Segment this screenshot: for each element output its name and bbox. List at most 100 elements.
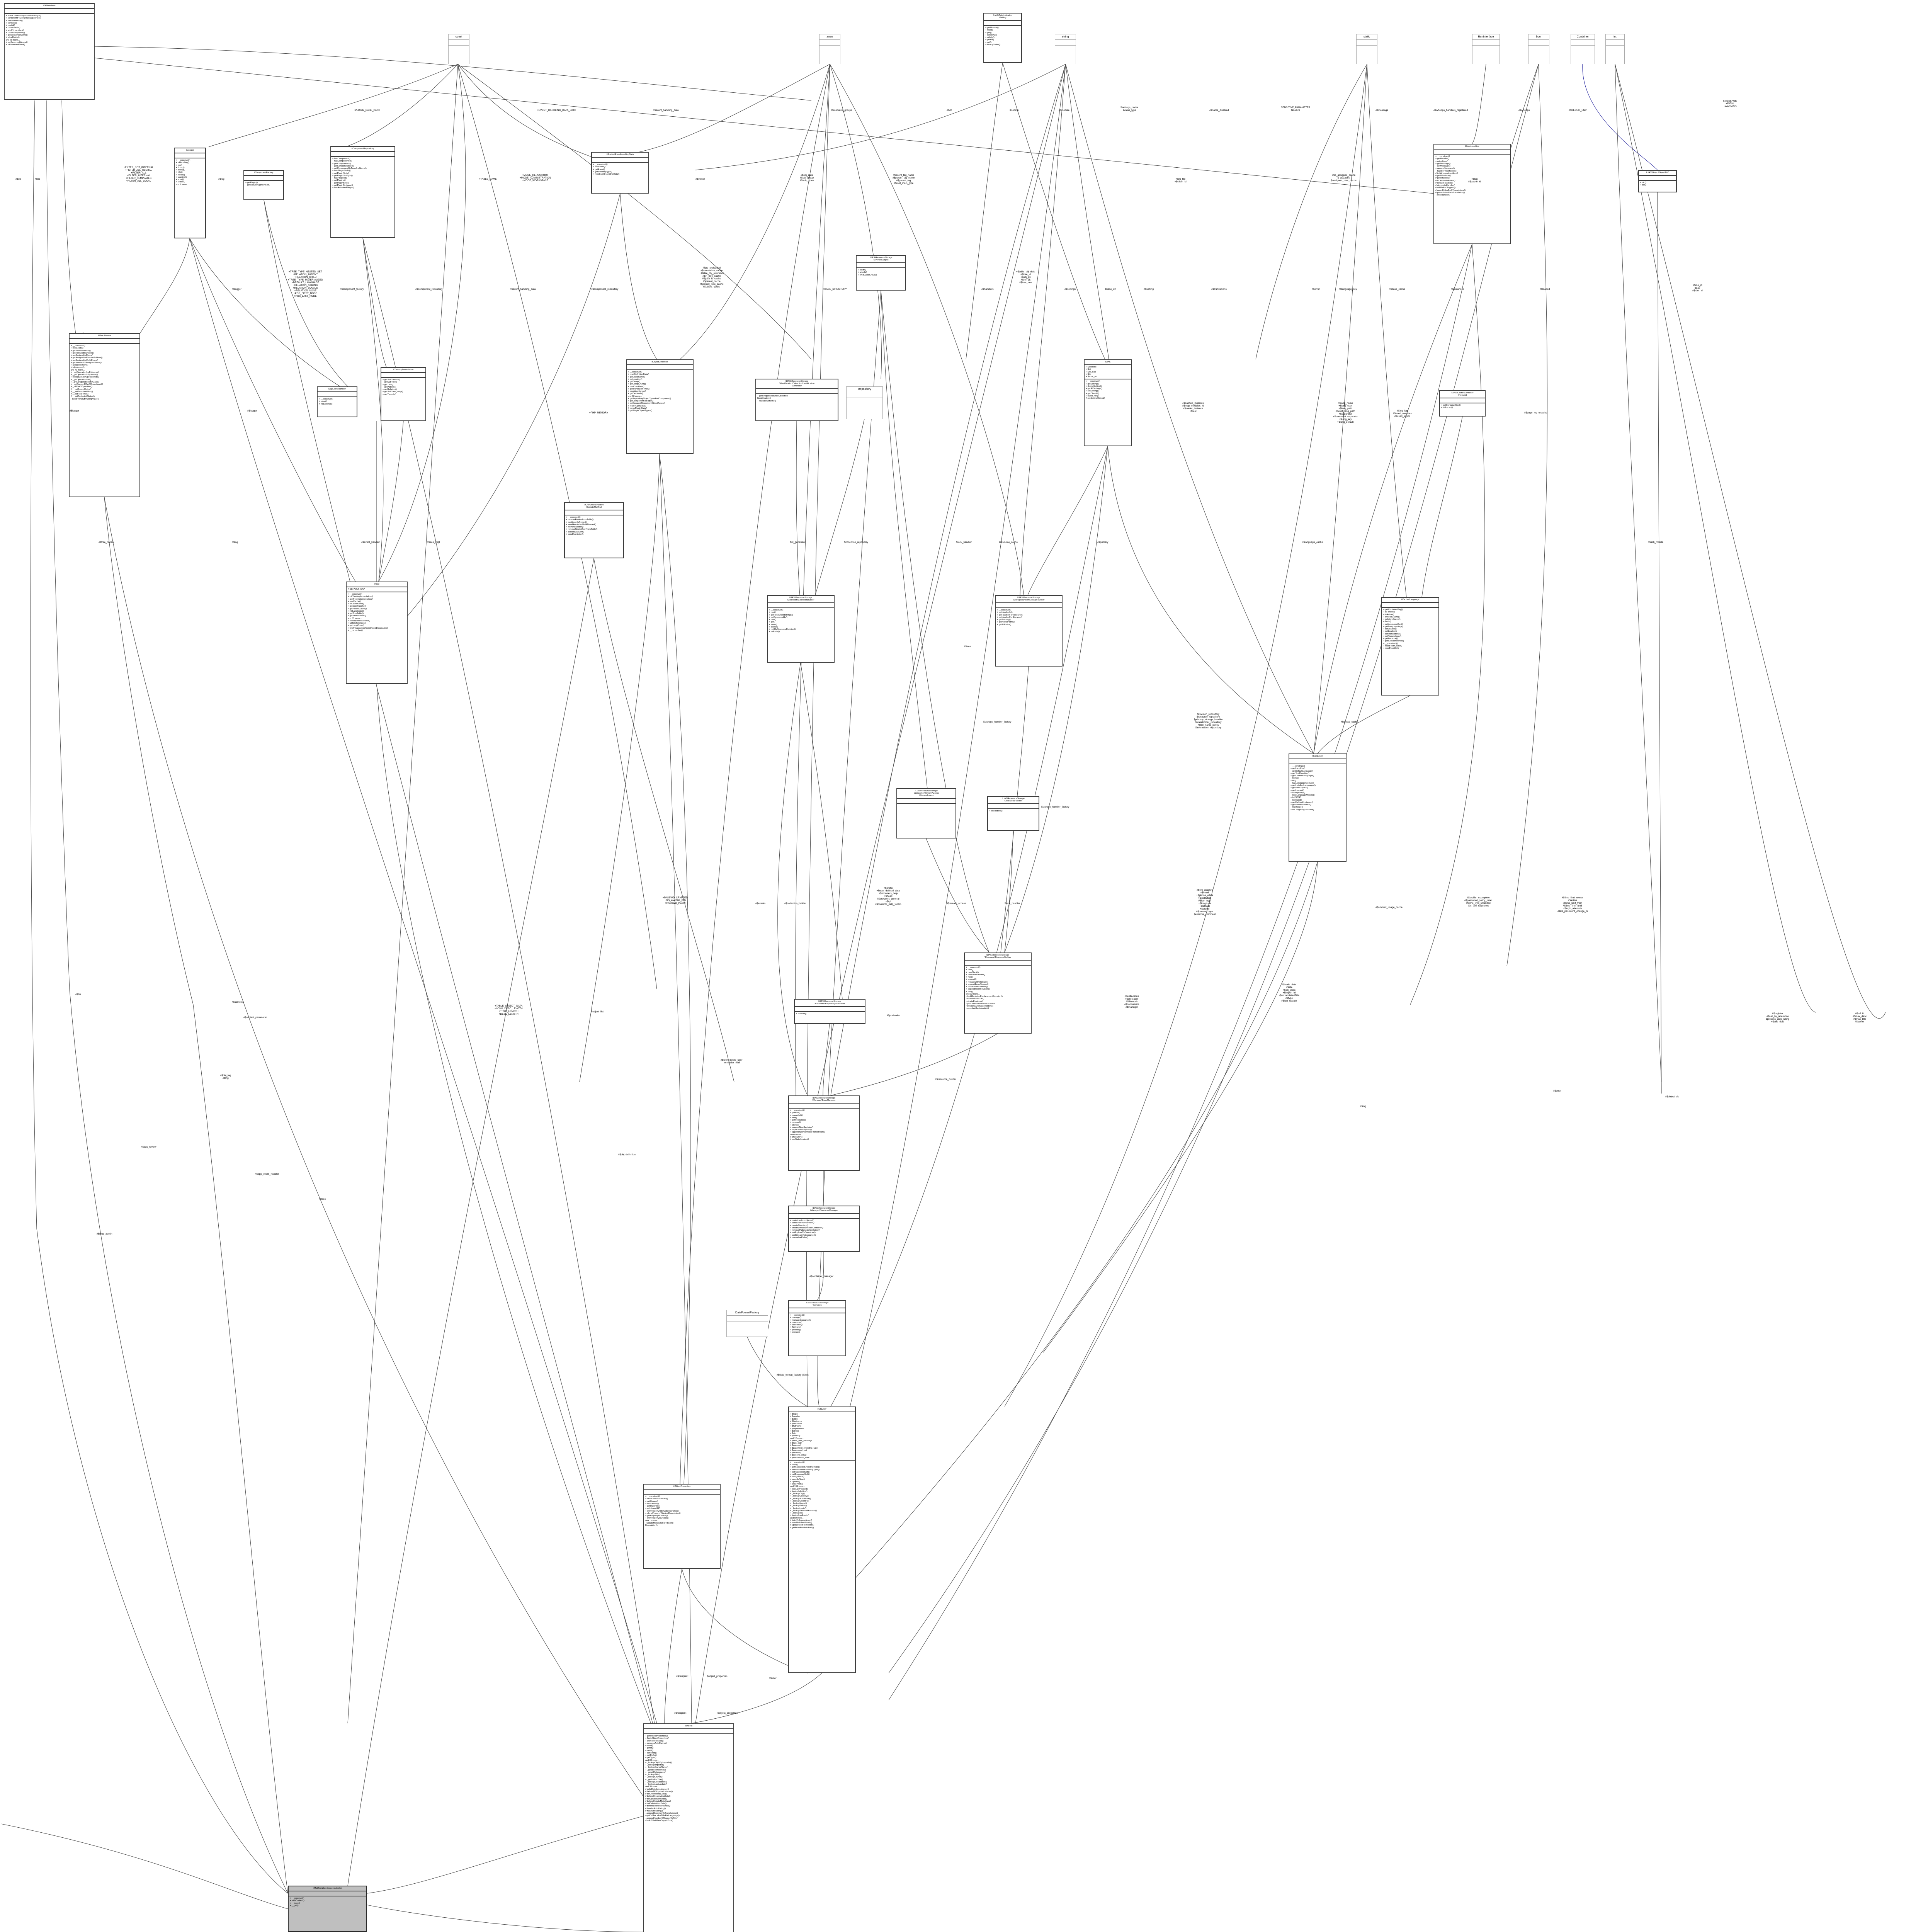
class-node-attributes	[988, 804, 1039, 810]
edge-label: #$event_handling_data	[653, 109, 679, 112]
class-node-ilias-objectdic[interactable]: ILIAS\Object\ObjectDIC+ dic() + init()	[1638, 170, 1677, 192]
class-node-ilmailtemplatecontextadapter[interactable]: ilMailTemplateContextAdapter+ __construc…	[288, 1886, 367, 1932]
class-node-ilias-main[interactable]: ILIAS+ $account + $ini + $ini_ilias + $d…	[1084, 359, 1132, 446]
class-node-ilias-rs-basemanager[interactable]: ILIAS\ResourceStorage \Manager\BaseManag…	[788, 1095, 860, 1171]
class-node-title: ILIAS\ResourceStorage \Events\Subject	[857, 256, 905, 264]
class-node-ilias-rs-consumer[interactable]: ILIAS\ResourceStorage \Consumer\StreamAc…	[896, 788, 956, 838]
class-node-array[interactable]: array	[819, 34, 840, 64]
class-node-illogger[interactable]: ilLogger+ __construct() + isHandling() +…	[174, 148, 206, 238]
class-node-iltreeimplementation[interactable]: ilTreeImplementation+ getSubTreeIds() + …	[381, 367, 426, 421]
class-node-ilias-rs-services[interactable]: ILIAS\ResourceStorage \Services+ __const…	[788, 1300, 846, 1356]
edge-label: #$recipient	[674, 1712, 687, 1714]
edge-label: #$DEBUG_ENV	[1569, 109, 1587, 112]
class-node-dateformatfactory[interactable]: DateFormatFactory	[726, 1310, 768, 1337]
class-node-ildbinterface[interactable]: ilDBInterface+ doesCollationSupportMB4St…	[4, 3, 95, 100]
class-node-mapeventhandler[interactable]: MapEventHandler+ __construct() + raise()…	[317, 386, 357, 417]
class-node-attributes	[1606, 40, 1624, 46]
class-node-ilobject[interactable]: ilObject+ getObjectProperties() + flushO…	[643, 1723, 734, 1932]
class-node-const[interactable]: const	[448, 34, 469, 64]
edge-label: +$lang_name +$lang_user +$lang_path #$cu…	[1333, 402, 1358, 424]
edge-label: +BASE_DIRECTORY	[823, 288, 847, 291]
class-node-ilias-rs-idgen[interactable]: ILIAS\ResourceStorage \Identification\Co…	[755, 379, 838, 421]
class-node-attributes	[289, 1891, 366, 1897]
class-node-title: ILIAS\ResourceStorage \Preloader\Reposit…	[795, 1000, 865, 1007]
class-node-ilcachedlanguage[interactable]: ilCachedLanguage+ getContainerKey() + is…	[1381, 597, 1439, 696]
class-node-title: ilErrorHandling	[1434, 145, 1510, 150]
edge-label: #$tree	[319, 1198, 326, 1201]
class-node-methods: + getContainerKey() + isForced() + isAct…	[1383, 609, 1404, 650]
edge-label: +TREE_TYPE_NESTED_SET +RELATION_PARENT +…	[288, 270, 323, 298]
class-node-ilerrorhandling[interactable]: ilErrorHandling+ __construct() + getHand…	[1433, 144, 1511, 244]
class-node-title: ilArtefactEventHandlingData	[592, 153, 648, 158]
edge-label: #$bb	[75, 993, 81, 996]
class-node-ilias-rs-collbuilder[interactable]: ILIAS\ResourceStorage \Collection\Collec…	[767, 595, 835, 663]
class-node-bool[interactable]: bool	[1528, 34, 1549, 64]
class-node-title: ILIAS\ResourceStorage \Identification\Co…	[756, 379, 838, 389]
edge-label: #$component_factory	[340, 288, 364, 291]
edge-label: #$resource_groups	[831, 109, 852, 112]
edge-label: #$recipient	[676, 1675, 689, 1678]
edge-label: #$cron_delete_user _reminder_mail	[721, 1059, 743, 1065]
class-node-repository[interactable]: Repository	[846, 386, 883, 419]
edge-label: #$resource_builder	[935, 1078, 956, 1081]
class-node-attributes	[449, 40, 469, 46]
edge-label: #$language_cache	[1302, 541, 1323, 544]
edge-label: #$app_event_handler	[255, 1173, 279, 1175]
class-node-ilcrondeleteinactive[interactable]: ilCronDeleteInactive RemoteMailRail+ __c…	[564, 502, 624, 558]
class-node-title: const	[449, 34, 469, 40]
class-node-ilobjuser[interactable]: ilObjUser+ $login + $gender + $utitle + …	[788, 1406, 856, 1673]
class-node-ilias-rs-containermanager[interactable]: ILIAS\ResourceStorage \Manager\Container…	[788, 1206, 860, 1252]
class-node-ilobjproperties[interactable]: ilObjectProperties+ __construct() + stor…	[643, 1484, 721, 1569]
class-node-ilias-rs-storagehandler[interactable]: ILIAS\ResourceStorage \StorageHandler\St…	[995, 595, 1063, 667]
edge-label: $id_generator	[790, 541, 806, 544]
edge-label: #$event_handling_data	[510, 288, 536, 291]
class-node-ilcomponentfactory[interactable]: ilComponentFactory+ getPlugin() + getAct…	[243, 170, 284, 200]
class-node-attributes	[1639, 176, 1676, 181]
edge-label: #$whoops	[1518, 109, 1530, 112]
class-node-int[interactable]: int	[1605, 34, 1625, 64]
class-node-methods	[449, 46, 469, 51]
class-node-methods: + __construct() + hasEvent() + getEvent(…	[593, 163, 619, 176]
class-node-runinterface[interactable]: RunInterface	[1472, 34, 1500, 64]
class-node-ilartevhandlingdata[interactable]: ilArtefactEventHandlingData + __construct…	[591, 152, 649, 194]
class-node-attributes	[1055, 40, 1076, 46]
edge-label: #$obj_data #$obj_group #$sub_types	[800, 174, 814, 182]
edge-label: #$component_repository	[591, 288, 619, 291]
class-node-methods: + __construct() + getHandlerId() + getHa…	[997, 609, 1024, 626]
class-node-attributes	[644, 1729, 733, 1735]
edge-label: #$node_date +$title +$obj_desc +$import_…	[1279, 983, 1299, 1003]
class-node-methods: + lockTables()	[989, 810, 1003, 813]
class-node-methods: + __construct() + raise() # initListener…	[319, 398, 333, 405]
class-node-ilias-rs-resbuilder[interactable]: ILIAS\ResourceStorage \Resource\Resource…	[964, 952, 1032, 1034]
edge-label: #$component_repository	[415, 288, 443, 291]
class-node-container[interactable]: Container	[1571, 34, 1595, 64]
edge-label: #$handlers	[981, 288, 994, 291]
class-node-static[interactable]: static	[1356, 34, 1377, 64]
class-node-methods: + __construct() + getLangKey() + getDefa…	[1290, 765, 1316, 811]
class-node-string[interactable]: string	[1055, 34, 1076, 64]
edge-label: #$container_manager	[809, 1275, 834, 1278]
class-node-methods: + __construct() + publish() + unpublish(…	[790, 1109, 825, 1141]
class-node-ilias-admin-setting[interactable]: ILIAS\Administration \Setting+ getModule…	[983, 13, 1022, 63]
class-node-title: RunInterface	[1472, 34, 1500, 40]
class-node-attributes	[819, 40, 840, 46]
class-node-methods	[1606, 46, 1624, 51]
class-node-title: ilMailTemplateContextAdapter	[289, 1886, 366, 1892]
class-node-ilcomponentrepository[interactable]: ilComponentRepository+ hasComponent() + …	[330, 146, 395, 238]
class-node-iltree[interactable]: ilTree# DEFAULT_GAP+ __construct() + ini…	[346, 582, 408, 684]
class-node-illanguage[interactable]: ilLanguage+ __construct() + getLangKey()…	[1289, 753, 1347, 862]
class-node-attributes: + $login + $gender + $utitle + $firstnam…	[789, 1412, 855, 1461]
class-node-title: int	[1606, 34, 1624, 40]
class-node-attributes	[244, 176, 283, 181]
class-node-ilias-rs-evsubject[interactable]: ILIAS\ResourceStorage \Events\Subject+ n…	[856, 255, 906, 291]
edge-label: #$events	[755, 902, 765, 905]
class-node-methods	[727, 1321, 768, 1327]
edge-label: $object_properties	[707, 1675, 728, 1678]
class-node-ilrbacreview[interactable]: ilRbacReview+ __construct() + roleExists…	[69, 333, 140, 497]
class-node-ilias-rs-preloader[interactable]: ILIAS\ResourceStorage \Preloader\Reposit…	[794, 999, 865, 1024]
class-node-ilobjectdefinition[interactable]: ilObjectDefinition+ __construct() + read…	[626, 359, 694, 454]
class-node-ilias-cachecontainer[interactable]: ILIAS\Cache\Container \Request+ getConta…	[1439, 390, 1486, 417]
edge-label: #$log #$cache_id	[1468, 178, 1481, 184]
class-node-ilias-rs-lock[interactable]: ILIAS\ResourceStorage \Lock\LockHandler+…	[987, 796, 1039, 831]
edge-label: #$logger	[232, 288, 241, 291]
